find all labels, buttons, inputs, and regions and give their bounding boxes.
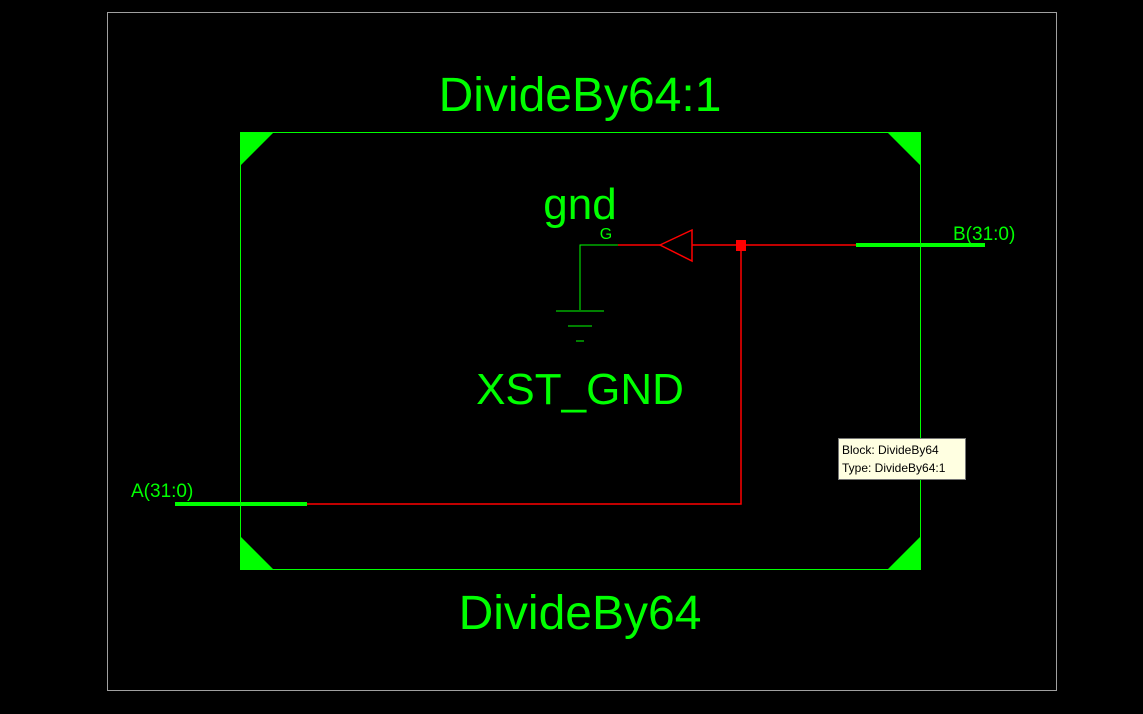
selected-net[interactable]: [307, 228, 856, 505]
port-label-b: B(31:0): [953, 224, 1015, 245]
block-name-label: DivideBy64: [459, 587, 702, 640]
port-label-a: A(31:0): [131, 481, 193, 502]
tooltip-block-line: Block: DivideBy64: [842, 443, 939, 457]
corner-marker-top-left: [241, 133, 273, 165]
instance-label: DivideBy64:1: [439, 69, 722, 122]
corner-marker-top-right: [888, 133, 920, 165]
net-segment-a[interactable]: [307, 245, 742, 505]
corner-marker-bottom-right: [888, 537, 920, 569]
port-output-b[interactable]: B(31:0): [856, 224, 1015, 247]
port-input-a[interactable]: A(31:0): [131, 481, 307, 506]
tooltip-type-line: Type: DivideBy64:1: [842, 461, 946, 475]
gnd-instance-label: gnd: [543, 180, 616, 229]
buffer-icon[interactable]: [658, 228, 693, 263]
gnd-symbol[interactable]: gnd G XST_GND: [476, 180, 684, 414]
block-symbol[interactable]: [240, 132, 921, 570]
gnd-primitive-name: XST_GND: [476, 365, 684, 414]
sheet-frame: [107, 12, 1057, 691]
block-info-tooltip: Block: DivideBy64 Type: DivideBy64:1: [838, 438, 966, 480]
gnd-lead-wire: [579, 244, 618, 310]
gnd-pin-label: G: [600, 226, 612, 243]
corner-marker-bottom-left: [241, 537, 273, 569]
block-outline[interactable]: [240, 132, 921, 570]
net-junction-marker[interactable]: [736, 240, 746, 251]
